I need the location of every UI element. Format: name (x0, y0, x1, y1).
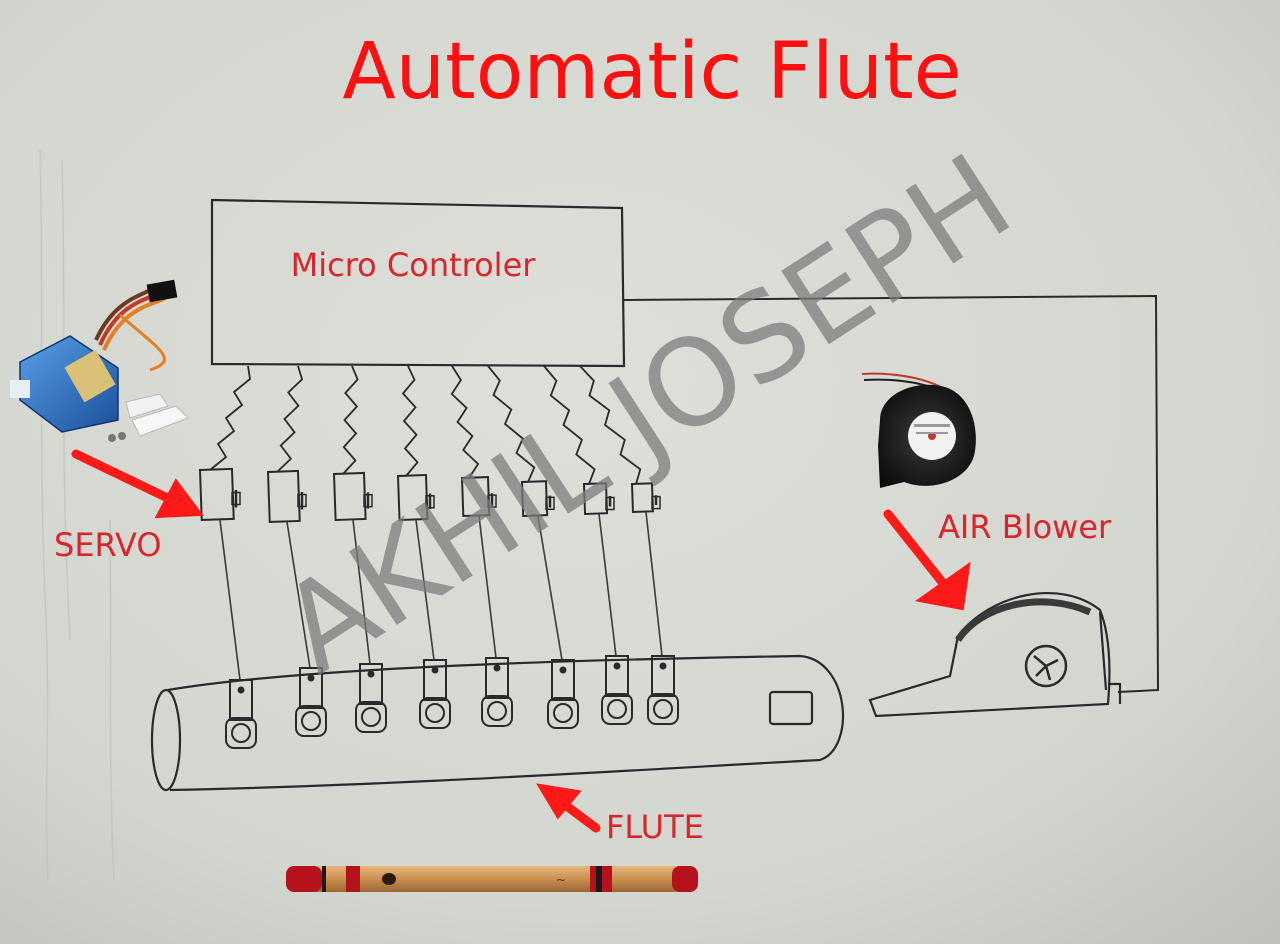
servo-sketch (460, 476, 497, 518)
blower-wire (622, 294, 1160, 693)
servo-push-rod (598, 513, 617, 657)
servo-motor-image (10, 279, 189, 442)
flute-key (647, 655, 679, 725)
servo-sketch (198, 467, 241, 522)
servo-sketch (396, 473, 435, 522)
servo-label: SERVO (54, 526, 162, 564)
servo-row (198, 467, 661, 524)
flute-key (225, 679, 257, 749)
servo-push-rod (219, 519, 241, 681)
servo-sketch (582, 482, 615, 516)
annotation-arrows (71, 449, 971, 833)
servo-wire (487, 365, 536, 483)
diagram-title: Automatic Flute (342, 27, 961, 117)
servo-push-rod (645, 511, 663, 657)
flute-key (419, 659, 451, 729)
servo-sketch (266, 469, 307, 524)
flute-body-sketch (150, 654, 845, 792)
servo-sketch (520, 480, 555, 518)
blower-fan-icon (1024, 644, 1068, 688)
flute-label: FLUTE (606, 808, 704, 846)
servo-wire (401, 365, 419, 477)
flute-key (295, 667, 327, 737)
flute-key (547, 659, 579, 729)
servo-push-rod (286, 521, 311, 669)
servo-push-rod (478, 515, 497, 659)
servo-wire (276, 365, 304, 473)
servo-push-rod (352, 519, 371, 665)
flute-key (355, 663, 387, 733)
blower-label: AIR Blower (938, 508, 1112, 546)
servo-sketch (332, 471, 373, 522)
servo-wire (209, 365, 251, 471)
flute-arrow-icon (536, 783, 601, 833)
servo-wires (209, 365, 642, 485)
servo-push-rods (219, 511, 663, 681)
blower-arrow-icon (883, 509, 971, 611)
servo-push-rod (415, 519, 435, 661)
servo-arrow-icon (71, 449, 204, 519)
air-blower-image (861, 372, 976, 488)
servo-wire (579, 365, 642, 485)
microcontroller-box (210, 198, 626, 368)
flute-key (601, 655, 633, 725)
servo-wire (543, 365, 596, 485)
servo-wire (450, 365, 480, 479)
svg-text:~: ~ (556, 873, 566, 887)
servo-wire (342, 365, 359, 475)
microcontroller-label: Micro Controler (291, 246, 537, 284)
servo-push-rod (537, 515, 563, 661)
air-blower-sketch (868, 591, 1122, 718)
flute-keys (225, 655, 679, 749)
flute-key (481, 657, 513, 727)
bamboo-flute-image: ~ (286, 866, 698, 892)
servo-sketch (630, 482, 661, 514)
